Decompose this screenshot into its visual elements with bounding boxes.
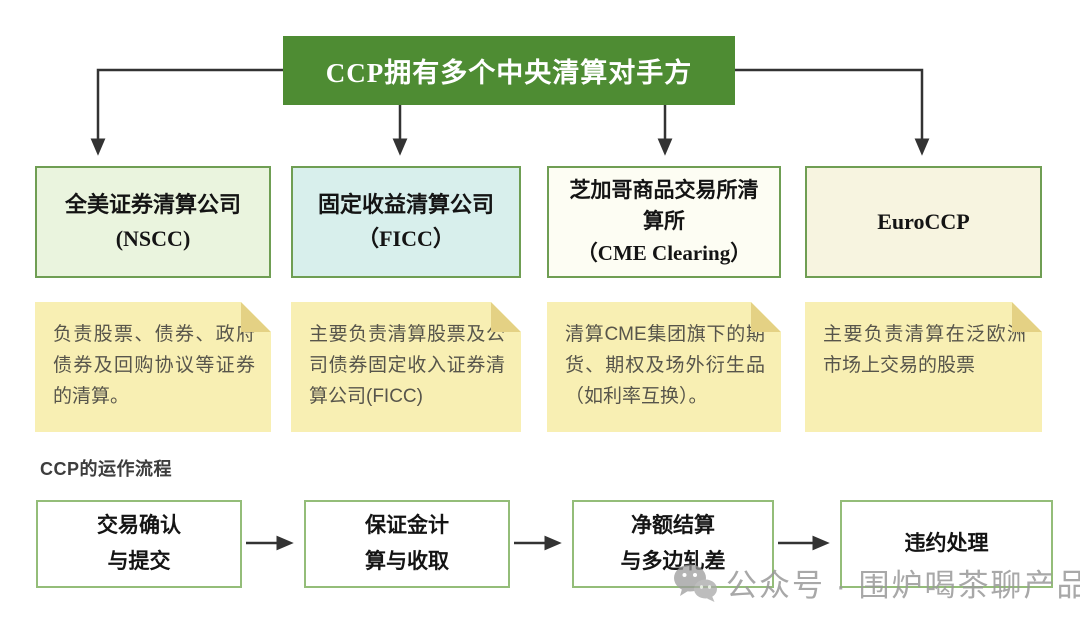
arrow-title-to-nscc xyxy=(90,68,283,156)
ccp-box-line: （CME Clearing） xyxy=(576,240,752,265)
note-nscc: 负责股票、债券、政府债券及回购协议等证券的清算。 xyxy=(35,302,271,432)
step-line: 算与收取 xyxy=(365,549,449,573)
ccp-box-line: 固定收益清算公司 xyxy=(317,191,494,217)
step-line: 交易确认 xyxy=(97,513,181,538)
ccp-box-line: 全美证券清算公司 xyxy=(64,191,241,217)
ccp-box-line: EuroCCP xyxy=(877,208,970,234)
watermark-text: 公众号 · 围炉喝茶聊产品 xyxy=(726,568,1080,603)
wechat-icon xyxy=(674,564,717,602)
step-line: 违约处理 xyxy=(904,531,989,556)
step-box-default-handling: 违约处理 xyxy=(840,500,1053,588)
diagram-title: CCP拥有多个中央清算对手方 xyxy=(283,36,735,105)
step-line: 保证金计 xyxy=(365,513,449,538)
process-section-heading: CCP的运作流程 xyxy=(40,459,173,479)
step-line: 与提交 xyxy=(107,549,171,573)
ccp-box-line: （FICC） xyxy=(357,226,455,251)
ccp-box-euroccp: EuroCCP xyxy=(805,166,1042,278)
ccp-box-line: 芝加哥商品交易所清 xyxy=(569,177,759,202)
note-euroccp: 主要负责清算在泛欧洲市场上交易的股票 xyxy=(805,302,1042,432)
ccp-box-line: 算所 xyxy=(643,209,685,234)
ccp-box-cme-clearing: 芝加哥商品交易所清 算所 （CME Clearing） xyxy=(547,166,781,278)
ccp-box-nscc: 全美证券清算公司 (NSCC) xyxy=(35,166,271,278)
ccp-box-line: (NSCC) xyxy=(115,226,191,251)
arrow-title-to-euroccp xyxy=(735,68,930,156)
watermark: 公众号 · 围炉喝茶聊产品 xyxy=(672,560,1080,605)
note-cme-clearing: 清算CME集团旗下的期货、期权及场外衍生品（如利率互换）。 xyxy=(547,302,781,432)
step-line: 与多边轧差 xyxy=(620,549,726,573)
ccp-box-ficc: 固定收益清算公司 （FICC） xyxy=(291,166,521,278)
step-line: 净额结算 xyxy=(631,513,715,538)
step-box-net-settlement: 净额结算 与多边轧差 xyxy=(572,500,774,588)
step-box-trade-confirmation: 交易确认 与提交 xyxy=(36,500,242,588)
step-box-margin-calculation: 保证金计 算与收取 xyxy=(304,500,510,588)
note-ficc: 主要负责清算股票及公司债券固定收入证券清算公司(FICC) xyxy=(291,302,521,432)
